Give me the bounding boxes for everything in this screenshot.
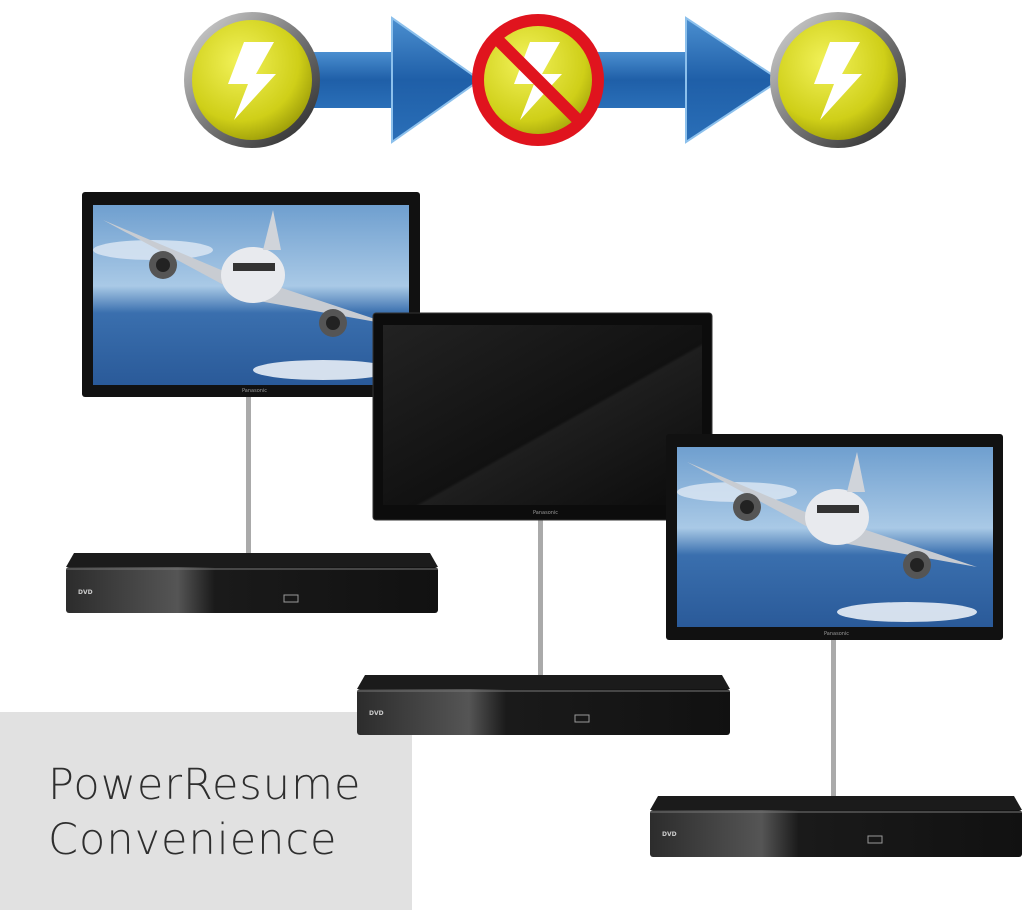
- arrow-1: [300, 16, 482, 144]
- power-on-icon: [184, 12, 320, 148]
- tv-brand-logo: Panasonic: [824, 631, 849, 637]
- tv-on: Panasonic: [82, 192, 420, 397]
- tv-on: Panasonic: [666, 434, 1003, 640]
- arrow-2: [590, 16, 782, 144]
- tv-off: Panasonic: [372, 312, 713, 521]
- dvd-player: DVD: [357, 675, 730, 735]
- tv-brand-logo: Panasonic: [533, 510, 558, 516]
- caption-line-2: Convenience: [48, 815, 338, 865]
- power-on-icon: [770, 12, 906, 148]
- dvd-logo: DVD: [369, 710, 384, 717]
- dvd-player: DVD: [650, 796, 1022, 857]
- dvd-player: DVD: [66, 553, 438, 613]
- caption-panel: [0, 712, 412, 910]
- dvd-logo: DVD: [662, 831, 677, 838]
- no-power-icon: [472, 14, 604, 146]
- dvd-logo: DVD: [78, 589, 93, 596]
- caption-line-1: PowerResume: [48, 760, 362, 810]
- tv-brand-logo: Panasonic: [242, 388, 267, 394]
